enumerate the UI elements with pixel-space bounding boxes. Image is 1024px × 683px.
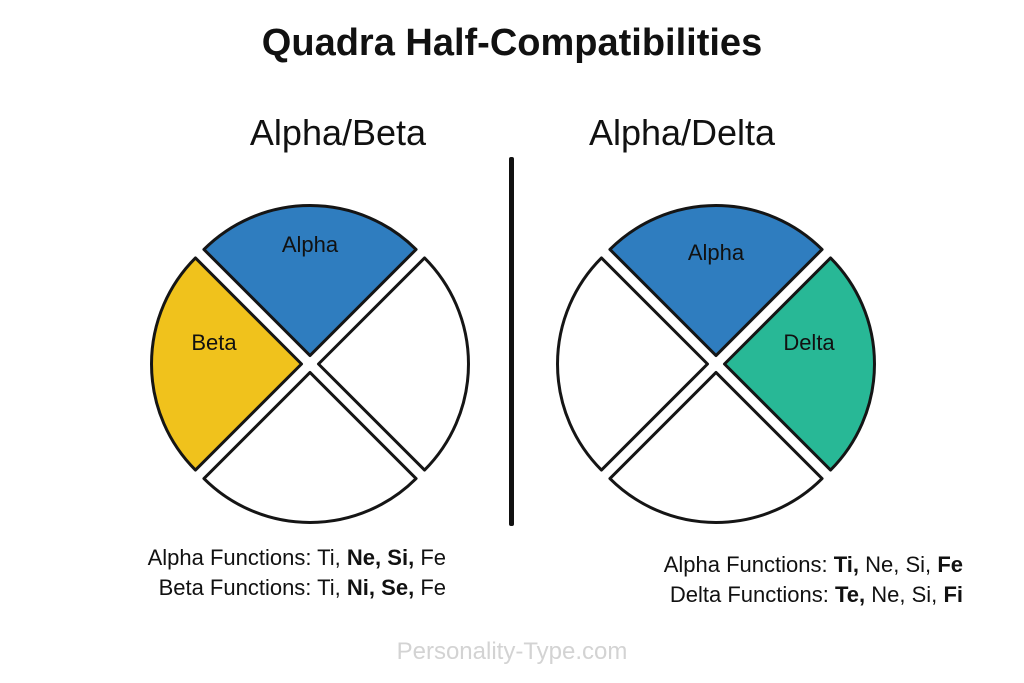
quadrant-left — [556, 256, 710, 472]
quadra-wheel-alpha-beta: Alpha Beta — [150, 204, 470, 524]
functions-line: Beta Functions: Ti, Ni, Se, Fe — [148, 573, 446, 603]
site-watermark: Personality-Type.com — [396, 638, 628, 665]
function-item: Ti, — [317, 575, 341, 600]
quadrant-bottom — [608, 370, 824, 524]
function-item: Ne, — [871, 582, 906, 607]
quadrant-bottom — [202, 370, 418, 524]
panel-heading-alpha-beta: Alpha/Beta — [249, 112, 427, 153]
functions-line: Alpha Functions: Ti, Ne, Si, Fe — [664, 550, 963, 580]
functions-label: Delta Functions: — [669, 582, 829, 607]
page-title: Quadra Half-Compatibilities — [261, 22, 763, 64]
quadrant-top — [202, 204, 418, 358]
quadrant-right — [722, 256, 876, 472]
function-item: Ni, — [346, 575, 376, 600]
functions-line: Alpha Functions: Ti, Ne, Si, Fe — [148, 543, 446, 573]
function-item: Ti, — [317, 545, 341, 570]
function-item: Si, — [911, 582, 938, 607]
quadrant-label-right: Delta — [783, 330, 835, 355]
panel-heading-alpha-delta: Alpha/Delta — [588, 112, 776, 153]
quadrant-label-left: Beta — [191, 330, 237, 355]
functions-label: Alpha Functions: — [663, 552, 828, 577]
quadrant-top — [608, 204, 824, 358]
function-item: Ti, — [833, 552, 859, 577]
quadrant-right — [316, 256, 470, 472]
functions-label: Beta Functions: — [158, 575, 312, 600]
quadra-wheel-alpha-delta: Alpha Delta — [556, 204, 876, 524]
quadrant-label-top: Alpha — [688, 240, 745, 265]
function-item: Te, — [834, 582, 866, 607]
quadrant-label-top: Alpha — [282, 232, 339, 257]
function-item: Se, — [381, 575, 415, 600]
quadrant-left — [150, 256, 304, 472]
panel-divider — [509, 157, 514, 526]
function-item: Fe — [420, 575, 446, 600]
function-item: Si, — [387, 545, 415, 570]
function-item: Fi — [943, 582, 963, 607]
function-item: Si, — [905, 552, 932, 577]
functions-line: Delta Functions: Te, Ne, Si, Fi — [664, 580, 963, 610]
functions-label: Alpha Functions: — [147, 545, 312, 570]
function-item: Fe — [937, 552, 963, 577]
function-item: Ne, — [865, 552, 900, 577]
function-item: Fe — [420, 545, 446, 570]
function-item: Ne, — [346, 545, 382, 570]
